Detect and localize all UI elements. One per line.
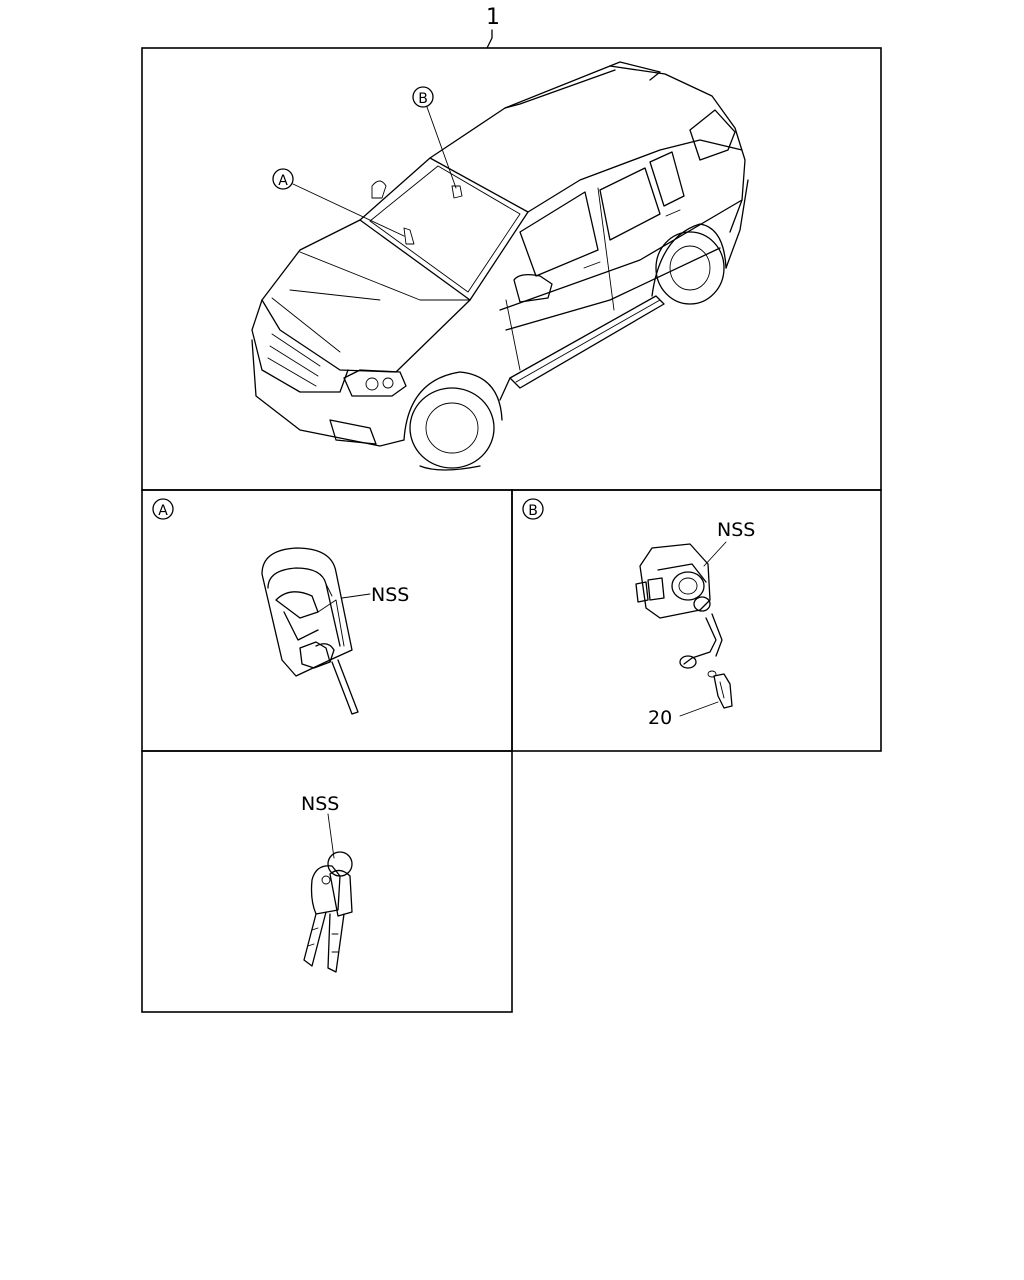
callout-a-leader [292, 183, 405, 237]
panel-keys-nss-label: NSS [301, 793, 339, 815]
ignition-lock-cylinder-icon [261, 547, 359, 715]
door-lock-cylinder-icon [635, 543, 733, 709]
panel-b-number-leader [679, 701, 719, 717]
panel-b-letter: B [528, 503, 538, 519]
detail-panel-keys: NSS [141, 750, 513, 1013]
panel-a-nss-label: NSS [371, 584, 409, 606]
panel-a-badge [152, 498, 174, 520]
detail-panel-b-frame [511, 489, 882, 752]
panel-a-label-leader [341, 593, 371, 599]
panel-b-part-number: 20 [648, 707, 672, 729]
callout-a-letter: A [278, 173, 288, 189]
detail-panel-b: B NSS 20 [511, 489, 882, 752]
detail-panel-a-frame [141, 489, 513, 752]
panel-b-nss-label: NSS [717, 519, 755, 541]
callout-b-leader [426, 106, 457, 189]
detail-panel-a: A NSS [141, 489, 513, 752]
vehicle-illustration [251, 61, 749, 471]
panel-b-label-leader [703, 541, 727, 567]
callout-b: B [412, 86, 457, 189]
panel-a-letter: A [158, 503, 168, 519]
detail-panel-keys-frame [141, 750, 513, 1013]
callout-b-letter: B [418, 91, 428, 107]
panel-b-badge [522, 498, 544, 520]
vehicle-panel: A B [141, 47, 882, 491]
reference-number-1: 1 [486, 5, 500, 30]
reference-leader-1 [486, 29, 493, 49]
key-set-icon [303, 851, 353, 973]
vehicle-panel-frame [141, 47, 882, 491]
callout-a: A [272, 168, 405, 237]
panel-keys-label-leader [327, 813, 335, 859]
